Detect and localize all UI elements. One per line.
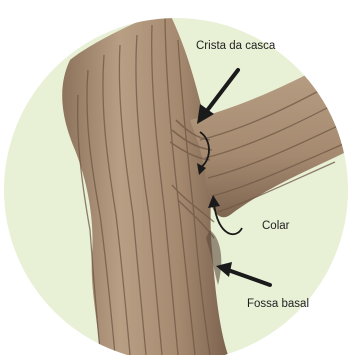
label-colar: Colar	[262, 220, 289, 232]
label-fossa-basal: Fossa basal	[247, 298, 309, 310]
label-crista-da-casca: Crista da casca	[196, 40, 275, 52]
